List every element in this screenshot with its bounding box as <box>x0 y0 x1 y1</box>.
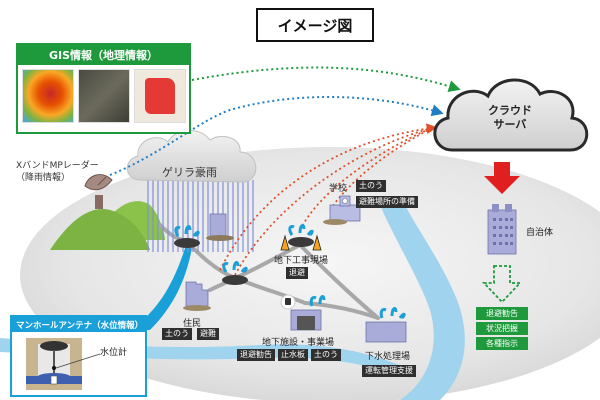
action-evacuation-advisory: 退避勧告 <box>476 307 528 320</box>
water-flow <box>130 245 192 330</box>
sewage-tag-operation-support: 運転管理支援 <box>362 365 416 377</box>
municipality-actions: 退避勧告 状況把握 各種指示 <box>476 307 528 350</box>
cloud-server-label: クラウド サーバ <box>470 104 550 132</box>
rainfall-heatmap-thumbnail <box>22 69 74 123</box>
action-situation-awareness: 状況把握 <box>476 322 528 335</box>
school-tag-shelter-prep: 避難場所の準備 <box>356 196 418 208</box>
school-tag-sandbags: 土のう <box>356 180 386 192</box>
gis-info-panel: GIS情報（地理情報） <box>16 43 191 134</box>
rain-lines <box>147 180 254 252</box>
cloud-server-line1: クラウド <box>488 104 532 117</box>
page-title: イメージ図 <box>256 8 374 42</box>
sensor-connector-3 <box>299 127 433 231</box>
underground-tag-evacuation-advisory: 退避勧告 <box>237 349 275 361</box>
radar-label: XバンドMPレーダー （降雨情報） <box>16 160 99 184</box>
mountain-front <box>50 209 150 250</box>
action-instructions: 各種指示 <box>476 337 528 350</box>
traffic-cone-icon <box>280 234 322 251</box>
manhole-2-icon <box>222 261 248 285</box>
residents-tag-sandbags: 土のう <box>162 328 192 340</box>
sewage-plant-label: 下水処理場 <box>365 352 411 362</box>
underground-facility-label: 地下施設・事業場 <box>262 338 335 348</box>
underground-facility-icon <box>280 294 326 331</box>
residents-tag-evacuate: 避難 <box>197 328 219 340</box>
radar-dish-icon <box>84 174 113 209</box>
manhole-cross-section-icon <box>26 338 101 390</box>
sewage-plant-icon <box>365 307 407 343</box>
gis-heading: GIS情報（地理情報） <box>18 45 189 65</box>
rain-cloud-label: ゲリラ豪雨 <box>162 166 217 179</box>
manhole-3-icon <box>288 224 314 247</box>
construction-tag-evacuate: 退避 <box>286 267 308 279</box>
green-dashed-arrow <box>481 265 523 304</box>
sensor-connector-1 <box>219 123 438 271</box>
manhole-heading: マンホールアンテナ（水位情報） <box>12 317 145 332</box>
underground-tags: 退避勧告 止水板 土のう <box>237 349 341 361</box>
cloud-server-line2: サーバ <box>493 118 527 131</box>
radar-label-line1: XバンドMPレーダー <box>16 161 99 171</box>
aerial-photo-thumbnail <box>78 69 130 123</box>
red-down-arrow <box>484 162 520 194</box>
radar-label-line2: （降雨情報） <box>16 173 71 183</box>
water-level-gauge-label: 水位計 <box>100 348 128 358</box>
residents-label: 住民 <box>183 319 202 329</box>
flood-risk-map-thumbnail <box>134 69 186 123</box>
manhole-1-icon <box>174 225 200 248</box>
gis-connector <box>191 66 461 92</box>
school-building-icon <box>323 195 361 225</box>
municipality-building-icon <box>487 204 517 255</box>
sensor-connector-4 <box>329 127 433 211</box>
construction-site-label: 地下工事現場 <box>274 256 329 266</box>
municipality-label: 自治体 <box>526 228 554 238</box>
underground-tag-floodgate: 止水板 <box>278 349 308 361</box>
cloud-server-icon <box>433 78 589 152</box>
sensor-connector-2 <box>234 127 433 276</box>
river <box>380 205 465 400</box>
manhole-antenna-panel: マンホールアンテナ（水位情報） 水位計 <box>10 315 147 397</box>
office-building-icon <box>206 213 234 241</box>
residents-building-icon <box>183 281 211 311</box>
rain-cloud-icon <box>126 130 257 183</box>
underground-tag-sandbags: 土のう <box>311 349 341 361</box>
school-label: 学校 <box>329 184 348 194</box>
